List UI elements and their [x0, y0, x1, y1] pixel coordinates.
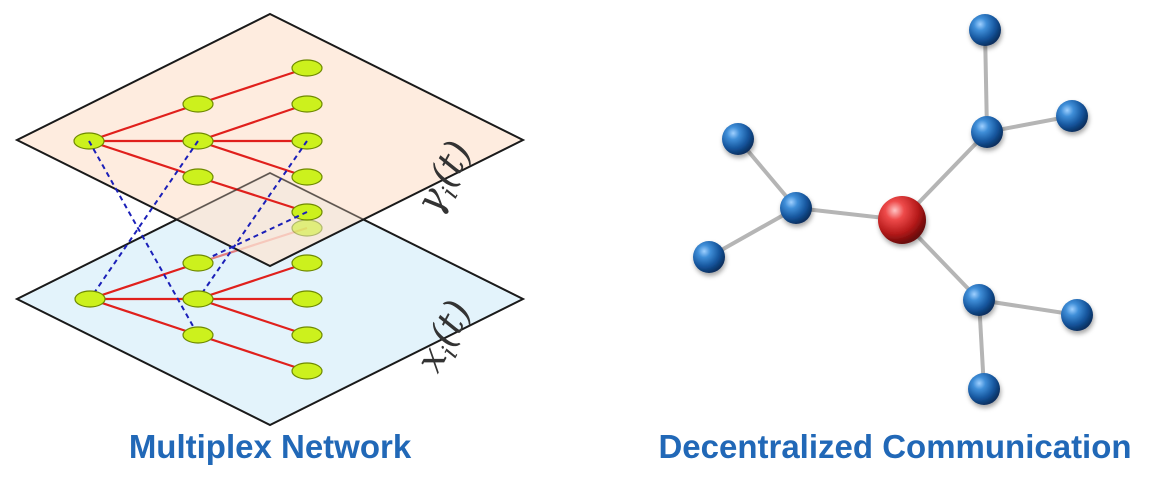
- bottom-tree-edge: [89, 297, 199, 337]
- peer-node: [1061, 299, 1093, 331]
- interlayer-dashed-edge: [197, 140, 308, 300]
- top-tree-edge: [88, 102, 199, 143]
- top-layer-node: [291, 59, 323, 77]
- interlayer-dashed-edge: [88, 140, 199, 336]
- peer-node: [963, 284, 995, 316]
- top-tree-edge: [197, 66, 308, 106]
- bottom-tree-edge: [197, 261, 308, 301]
- bottom-layer-node: [182, 254, 214, 272]
- network-link: [707, 206, 798, 259]
- network-link: [977, 298, 1079, 317]
- bottom-layer-node: [291, 362, 323, 380]
- decentralized-caption: Decentralized Communication: [658, 428, 1132, 465]
- bottom-layer-node: [291, 326, 323, 344]
- peer-node: [968, 373, 1000, 405]
- top-layer-node: [291, 95, 323, 113]
- bottom-tree-edge: [197, 297, 308, 337]
- bottom-layer-node: [182, 290, 214, 308]
- bottom-layer-node: [291, 254, 323, 272]
- top-layer-node: [182, 95, 214, 113]
- top-tree-edge: [197, 139, 308, 179]
- interlayer-dashed-edge: [89, 140, 199, 300]
- hub-node: [878, 196, 926, 244]
- peer-node: [971, 116, 1003, 148]
- top-tree-edge: [197, 175, 308, 214]
- bottom-layer-outline-overlay: [16, 172, 524, 300]
- peer-node: [969, 14, 1001, 46]
- top-layer-node: [182, 168, 214, 186]
- bottom-tree-edge: [89, 261, 199, 301]
- interlayer-dashed-edge: [197, 211, 308, 264]
- top-tree-edge: [197, 102, 308, 143]
- peer-node: [722, 123, 754, 155]
- bottom-layer-node-behind: [291, 219, 323, 237]
- network-link: [983, 28, 989, 134]
- top-layer-node: [291, 168, 323, 186]
- peer-node: [693, 241, 725, 273]
- bottom-layer-node: [182, 326, 214, 344]
- multiplex-caption: Multiplex Network: [128, 428, 412, 465]
- top-tree-edge: [88, 139, 199, 179]
- peer-node: [780, 192, 812, 224]
- peer-node: [1056, 100, 1088, 132]
- decentralized-network: [693, 14, 1093, 405]
- multiplex-network: xi(t) γi(t): [14, 12, 526, 427]
- bottom-layer-node: [291, 290, 323, 308]
- bottom-layer-node: [74, 290, 106, 308]
- bottom-tree-edge: [197, 333, 308, 373]
